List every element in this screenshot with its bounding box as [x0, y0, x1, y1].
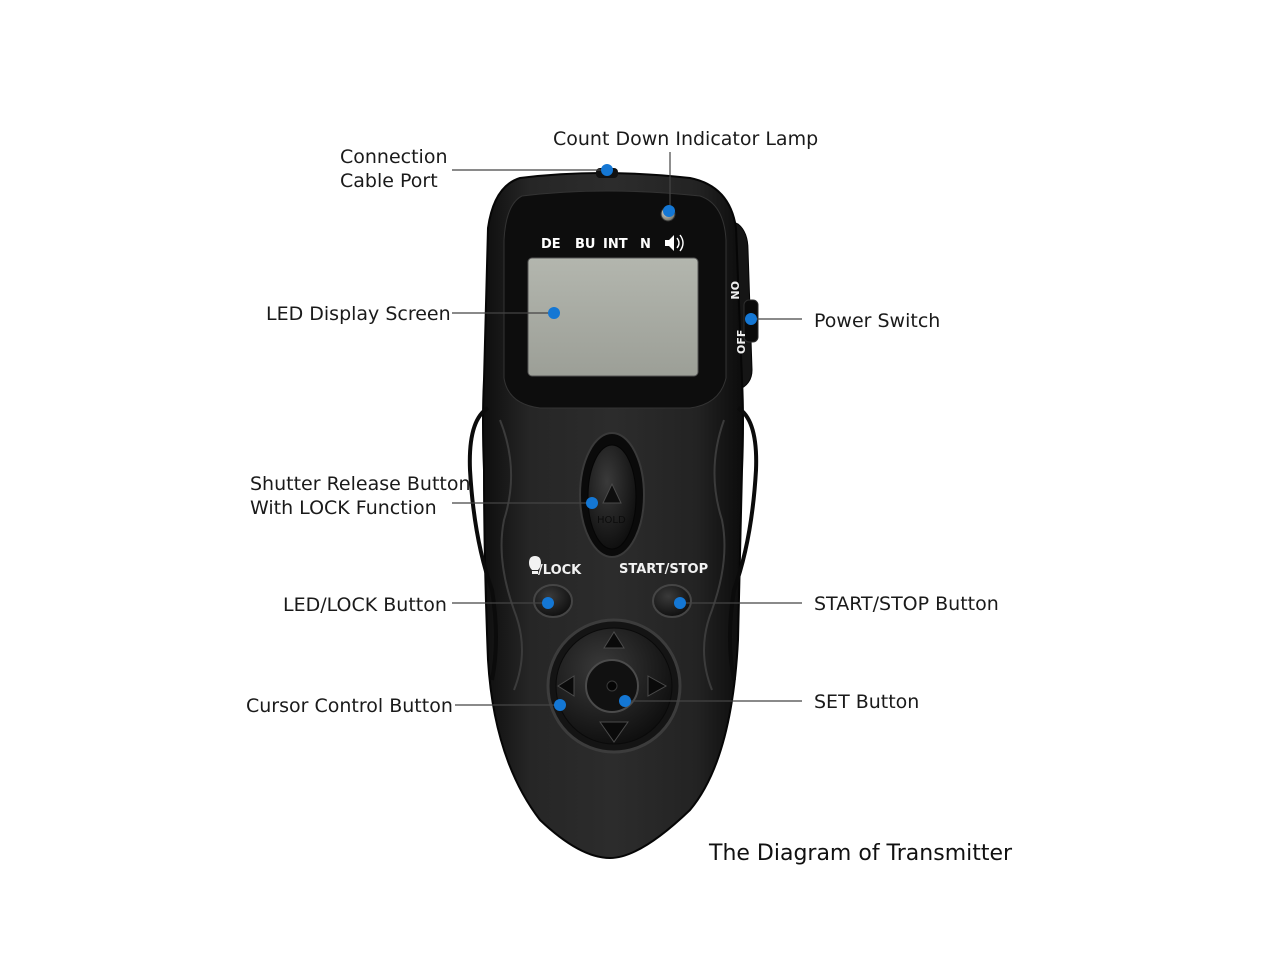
start-stop-button[interactable] [652, 584, 692, 618]
lcd-indicator-bu: BU [575, 237, 595, 252]
transmitter-device: DE BU INT N HOLD /LOCK START/STOP [467, 168, 759, 860]
lcd-indicator-n: N [640, 237, 651, 252]
arrow-right-icon[interactable] [647, 675, 668, 697]
callout-start-stop-button: START/STOP Button [674, 593, 999, 615]
arrow-up-icon [602, 482, 622, 504]
callout-led-lock-text: LED/LOCK Button [283, 594, 447, 616]
lcd-indicator-int: INT [603, 237, 628, 252]
arrow-up-icon[interactable] [603, 631, 625, 649]
arrow-down-icon[interactable] [599, 721, 629, 743]
lcd-indicators: DE BU INT N [541, 234, 684, 252]
callout-cursor-control-text: Cursor Control Button [246, 695, 453, 717]
shutter-engraving: HOLD [597, 515, 626, 526]
callout-led-lock-button: LED/LOCK Button [283, 594, 554, 616]
lcd-indicator-de: DE [541, 237, 561, 252]
callout-display-screen-text: LED Display Screen [266, 303, 451, 325]
callout-cable-port-line2: Cable Port [340, 170, 438, 192]
switch-off-label: OFF [735, 330, 748, 354]
callout-cable-port-line1: Connection [340, 146, 448, 168]
lcd-screen [527, 257, 699, 377]
callout-shutter-line2: With LOCK Function [250, 497, 437, 519]
callout-display-screen: LED Display Screen [266, 303, 560, 325]
callout-shutter-button: Shutter Release Button With LOCK Functio… [250, 473, 598, 519]
callout-cable-port: Connection Cable Port [340, 146, 613, 192]
callout-set-button-text: SET Button [814, 691, 919, 713]
arrow-left-icon[interactable] [557, 675, 575, 697]
callout-indicator-lamp-text: Count Down Indicator Lamp [553, 128, 818, 150]
callout-set-button: SET Button [619, 691, 919, 713]
callout-start-stop-text: START/STOP Button [814, 593, 999, 615]
left-grip [467, 406, 498, 681]
callout-shutter-line1: Shutter Release Button [250, 473, 471, 495]
callout-cursor-control: Cursor Control Button [246, 695, 566, 717]
led-lock-label: /LOCK [529, 556, 582, 578]
bulb-icon [529, 556, 541, 570]
right-grip [728, 406, 759, 681]
speaker-icon [665, 234, 684, 252]
switch-on-label: ON [728, 281, 741, 300]
callout-indicator-lamp: Count Down Indicator Lamp [553, 128, 818, 217]
callout-power-switch-text: Power Switch [814, 310, 940, 332]
callout-power-switch: Power Switch [745, 310, 940, 332]
diagram-caption: The Diagram of Transmitter [708, 841, 1013, 866]
start-stop-label: START/STOP [619, 562, 708, 577]
svg-text:/LOCK: /LOCK [538, 563, 582, 578]
